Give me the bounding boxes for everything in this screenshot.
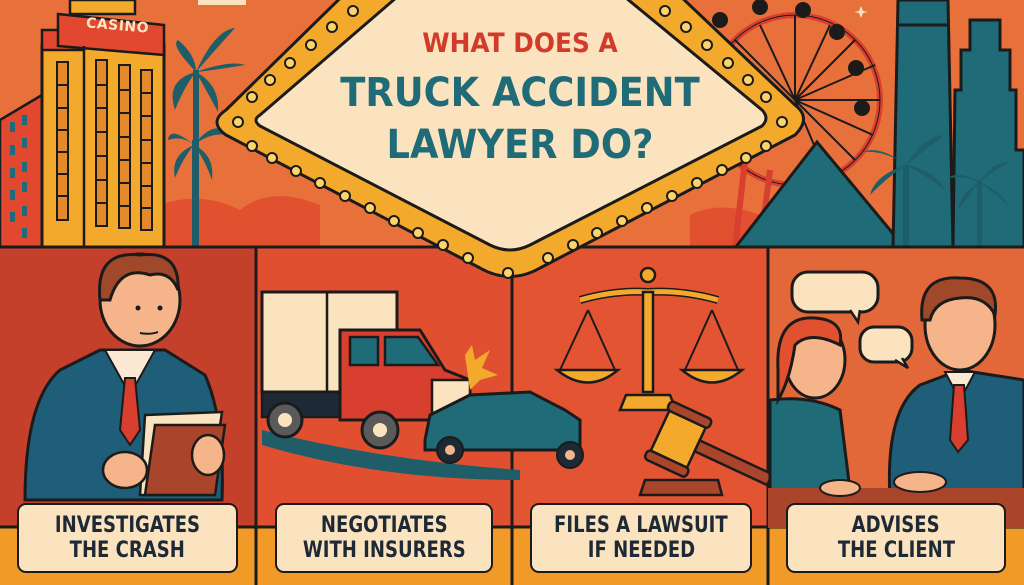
panel-1-label-line-1: INVESTIGATES xyxy=(54,513,201,538)
panel-4-label: ADVISES THE CLIENT xyxy=(786,503,1006,573)
title-line-1: WHAT DOES A xyxy=(422,28,618,59)
panel-2-label-line-2: WITH INSURERS xyxy=(302,538,466,563)
panel-1-label: INVESTIGATES THE CRASH xyxy=(17,503,238,573)
panel-4-label-line-1: ADVISES xyxy=(852,513,940,538)
panel-3-label-line-2: IF NEEDED xyxy=(587,538,695,563)
title-line-2: TRUCK ACCIDENT xyxy=(340,70,700,116)
palm-tree-icon xyxy=(168,28,245,248)
sparkle-icon xyxy=(854,6,868,18)
panel-1-label-line-2: THE CRASH xyxy=(69,538,186,563)
truck-collision-illustration xyxy=(260,290,584,480)
panel-3-label-line-1: FILES A LAWSUIT xyxy=(554,513,728,538)
panel-2-label-line-1: NEGOTIATES xyxy=(320,513,448,538)
palm-tree-right-icon xyxy=(862,135,1010,248)
scales-gavel-illustration xyxy=(553,266,774,497)
panel-3-label: FILES A LAWSUIT IF NEEDED xyxy=(530,503,752,573)
panel-2-label: NEGOTIATES WITH INSURERS xyxy=(275,503,493,573)
title-line-3: LAWYER DO? xyxy=(386,122,654,168)
marquee-sign-icon xyxy=(215,0,805,279)
red-building-icon xyxy=(0,92,44,250)
panel-4-label-line-2: THE CLIENT xyxy=(837,538,955,563)
lawyer-documents-illustration xyxy=(23,252,227,502)
casino-tower-icon xyxy=(40,0,166,250)
